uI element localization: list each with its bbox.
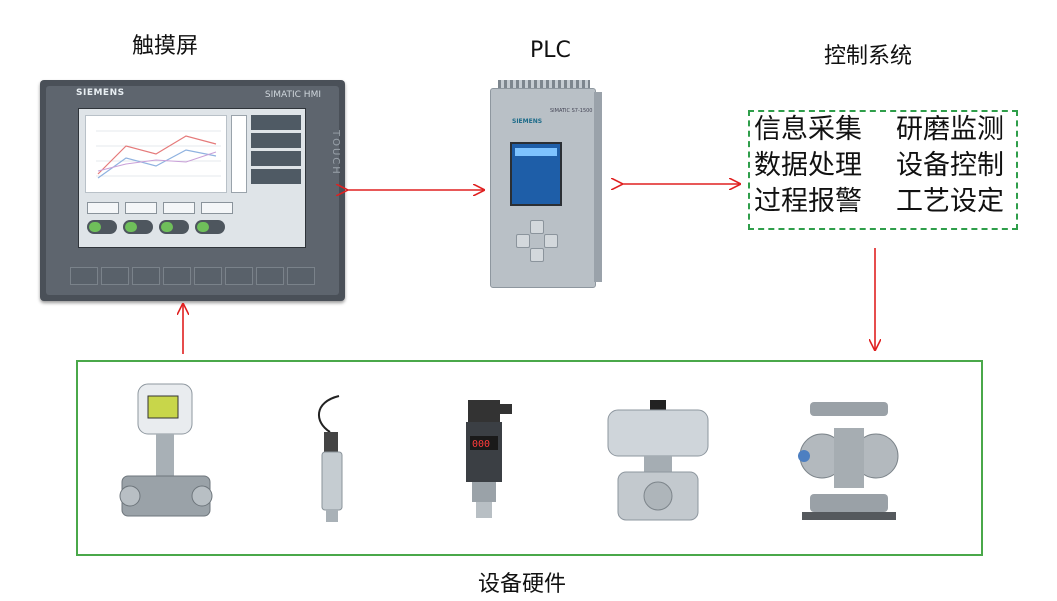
control-function-item: 工艺设定 xyxy=(896,186,1004,217)
hmi-bar-gauge xyxy=(231,115,247,193)
hmi-brand: SIEMENS xyxy=(76,88,125,98)
hmi-touch-text: TOUCH xyxy=(330,130,341,176)
plc-brand: SIEMENS xyxy=(512,118,543,125)
hmi-touchscreen: SIEMENS SIMATIC HMI TOUCH xyxy=(40,80,345,301)
hardware-label: 设备硬件 xyxy=(478,572,567,597)
hmi-toggle-row xyxy=(87,219,231,238)
plc-vent xyxy=(498,80,590,90)
control-row: 过程报警 工艺设定 xyxy=(754,186,1004,218)
hmi-soft-button xyxy=(163,202,195,214)
plc-unit: SIEMENS SIMATIC S7-1500 xyxy=(490,80,602,288)
hmi-label: 触摸屏 xyxy=(132,34,199,59)
control-functions-box: 信息采集 研磨监测 数据处理 设备控制 过程报警 工艺设定 xyxy=(748,110,1018,230)
svg-text:000: 000 xyxy=(472,439,490,450)
pressure-transmitter-icon: 000 xyxy=(466,400,512,518)
hmi-toggle xyxy=(123,220,153,234)
diaphragm-pump-icon xyxy=(798,402,899,520)
control-function-item: 研磨监测 xyxy=(896,114,1004,145)
hmi-trend-lines xyxy=(96,130,221,179)
hardware-box: 000 xyxy=(76,360,983,556)
control-system-label: 控制系统 xyxy=(824,44,913,69)
hmi-soft-button xyxy=(125,202,157,214)
hmi-menu-item xyxy=(251,133,301,148)
plc-display xyxy=(510,142,562,206)
control-function-item: 数据处理 xyxy=(754,150,862,181)
hmi-toggle xyxy=(87,220,117,234)
hmi-menu-item xyxy=(251,169,301,184)
plc-navigation-pad xyxy=(516,220,558,262)
plc-label: PLC xyxy=(530,38,571,63)
hmi-toggle xyxy=(195,220,225,234)
control-function-item: 设备控制 xyxy=(896,150,1004,181)
flowmeter-icon xyxy=(119,383,213,517)
hmi-screen xyxy=(78,108,306,248)
hmi-soft-button xyxy=(87,202,119,214)
hmi-soft-button xyxy=(201,202,233,214)
hmi-model: SIMATIC HMI xyxy=(264,90,321,100)
hmi-button-row xyxy=(87,199,239,218)
control-function-item: 信息采集 xyxy=(754,114,862,145)
hmi-toggle xyxy=(159,220,189,234)
pressure-probe-icon xyxy=(317,395,343,522)
hmi-function-keys xyxy=(70,267,318,289)
pneumatic-valve-icon xyxy=(607,400,709,521)
plc-side xyxy=(594,92,602,282)
plc-model: SIMATIC S7-1500 xyxy=(550,108,593,114)
hmi-menu xyxy=(251,115,301,187)
control-function-item: 过程报警 xyxy=(754,186,862,217)
hmi-menu-item xyxy=(251,151,301,166)
control-row: 信息采集 研磨监测 xyxy=(754,114,1004,146)
control-row: 数据处理 设备控制 xyxy=(754,150,1004,182)
hmi-trend-chart xyxy=(85,115,227,193)
hmi-menu-item xyxy=(251,115,301,130)
